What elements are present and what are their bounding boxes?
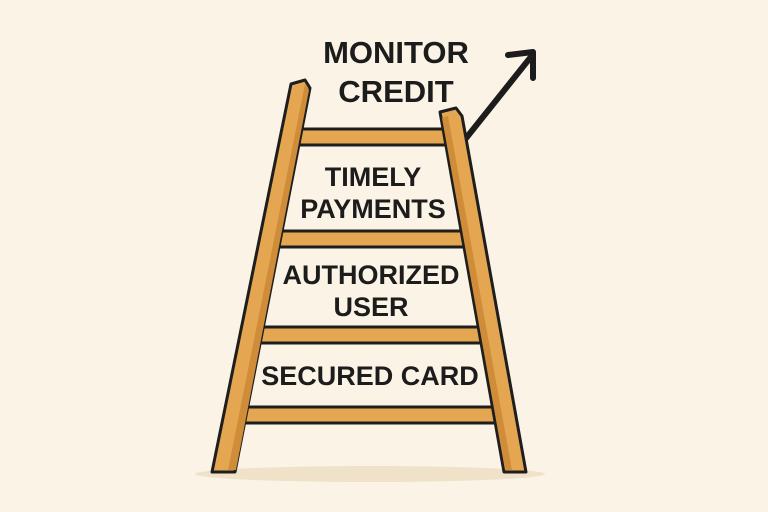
rung-2 bbox=[270, 229, 472, 249]
left-rail bbox=[210, 78, 312, 474]
step-secured-card: SECURED CARD bbox=[261, 361, 479, 391]
upward-arrow-icon bbox=[460, 49, 536, 145]
rung-bottom bbox=[234, 405, 506, 425]
step-authorized-user-line-1: AUTHORIZED bbox=[283, 260, 460, 290]
rung-top bbox=[290, 127, 452, 147]
top-label-line-1: MONITOR bbox=[323, 35, 469, 70]
ground-shadow bbox=[195, 466, 545, 482]
step-authorized-user-line-2: USER bbox=[333, 292, 408, 322]
right-rail bbox=[438, 106, 528, 474]
step-timely-payments-line-2: PAYMENTS bbox=[300, 194, 446, 224]
top-label-line-2: CREDIT bbox=[338, 74, 453, 109]
step-timely-payments-line-1: TIMELY bbox=[325, 162, 422, 192]
rung-3 bbox=[252, 325, 490, 345]
